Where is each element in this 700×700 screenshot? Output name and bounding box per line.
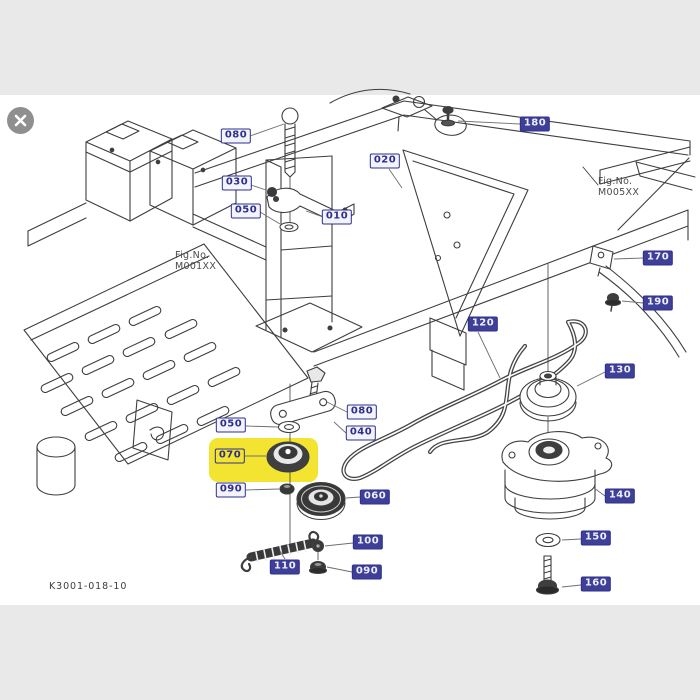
leader-line-120-8 [477, 331, 501, 379]
leader-line-060-15 [345, 496, 361, 499]
top-gray-bar [0, 0, 700, 95]
part-label-080-10[interactable]: 080 [346, 404, 378, 420]
leader-line-140-19 [593, 487, 606, 497]
tension-rod-group [589, 245, 687, 358]
part-label-010-3[interactable]: 010 [321, 209, 353, 225]
close-icon [14, 114, 27, 127]
fig-ref-leader [582, 166, 599, 186]
fig-ref-line1: Fig.No. [175, 250, 210, 261]
part-label-150-20[interactable]: 150 [580, 530, 612, 546]
leader-line-160-21 [561, 584, 582, 588]
fig-ref-line2: M001XX [175, 261, 217, 272]
deck-slots [40, 305, 241, 463]
leader-line-050-2 [259, 211, 281, 225]
leader-line-090-17 [326, 566, 353, 573]
belt-guide-plate [132, 399, 173, 461]
frame-rails [194, 100, 696, 367]
leader-line-050-12 [245, 425, 279, 428]
diagram-sheet [0, 95, 700, 605]
part-label-180-5[interactable]: 180 [519, 116, 551, 132]
leader-line-040-11 [333, 421, 347, 434]
part-label-140-19[interactable]: 140 [604, 488, 636, 504]
bolt-180 [440, 105, 456, 127]
spring-group [240, 530, 328, 575]
part-label-020-4[interactable]: 020 [369, 153, 401, 169]
engine-detail [329, 88, 467, 136]
leader-lines [245, 120, 644, 588]
clutch-140 [501, 431, 613, 595]
idler-cluster [266, 366, 346, 546]
fig-ref-line1: Fig.No. [598, 176, 633, 187]
leader-line-130-9 [576, 371, 606, 387]
leader-line-030-1 [250, 184, 267, 191]
part-label-060-15[interactable]: 060 [359, 489, 391, 505]
part-label-070-13[interactable]: 070 [214, 448, 246, 464]
part-label-100-16[interactable]: 100 [352, 534, 384, 550]
leader-line-090-14 [245, 488, 280, 491]
fig-ref-m001xx: Fig.No. M001XX [175, 250, 216, 272]
part-label-170-6[interactable]: 170 [642, 250, 674, 266]
fig-ref-line2: M005XX [598, 187, 640, 198]
leader-line-080-0 [249, 123, 285, 137]
pulley-130 [519, 263, 577, 444]
part-label-190-7[interactable]: 190 [642, 295, 674, 311]
leader-line-020-4 [388, 168, 403, 189]
part-label-090-14[interactable]: 090 [215, 482, 247, 498]
leader-line-080-10 [326, 401, 348, 413]
leader-line-110-18 [279, 550, 286, 560]
fig-ref-m005xx: Fig.No. M005XX [598, 176, 639, 198]
leader-line-010-3 [305, 210, 324, 218]
part-label-160-21[interactable]: 160 [580, 576, 612, 592]
leader-line-150-20 [561, 538, 582, 541]
center-column [255, 155, 363, 353]
drawing-number: K3001-018-10 [49, 581, 128, 592]
part-label-110-18[interactable]: 110 [269, 559, 301, 575]
part-label-090-17[interactable]: 090 [351, 564, 383, 580]
part-label-130-9[interactable]: 130 [604, 363, 636, 379]
part-label-120-8[interactable]: 120 [467, 316, 499, 332]
frame-left-uprights [27, 120, 267, 261]
gusset-plate [402, 149, 529, 391]
part-label-080-0[interactable]: 080 [220, 128, 252, 144]
part-label-040-11[interactable]: 040 [345, 425, 377, 441]
part-label-050-2[interactable]: 050 [230, 203, 262, 219]
part-label-050-12[interactable]: 050 [215, 417, 247, 433]
leader-line-180-5 [457, 120, 521, 125]
anti-scalp-roller [36, 436, 76, 496]
slotted-deck [23, 243, 309, 496]
leader-line-100-16 [324, 542, 354, 547]
leader-line-170-6 [613, 257, 644, 260]
leader-line-190-7 [621, 300, 644, 304]
part-label-030-1[interactable]: 030 [221, 175, 253, 191]
close-button[interactable] [7, 107, 34, 134]
